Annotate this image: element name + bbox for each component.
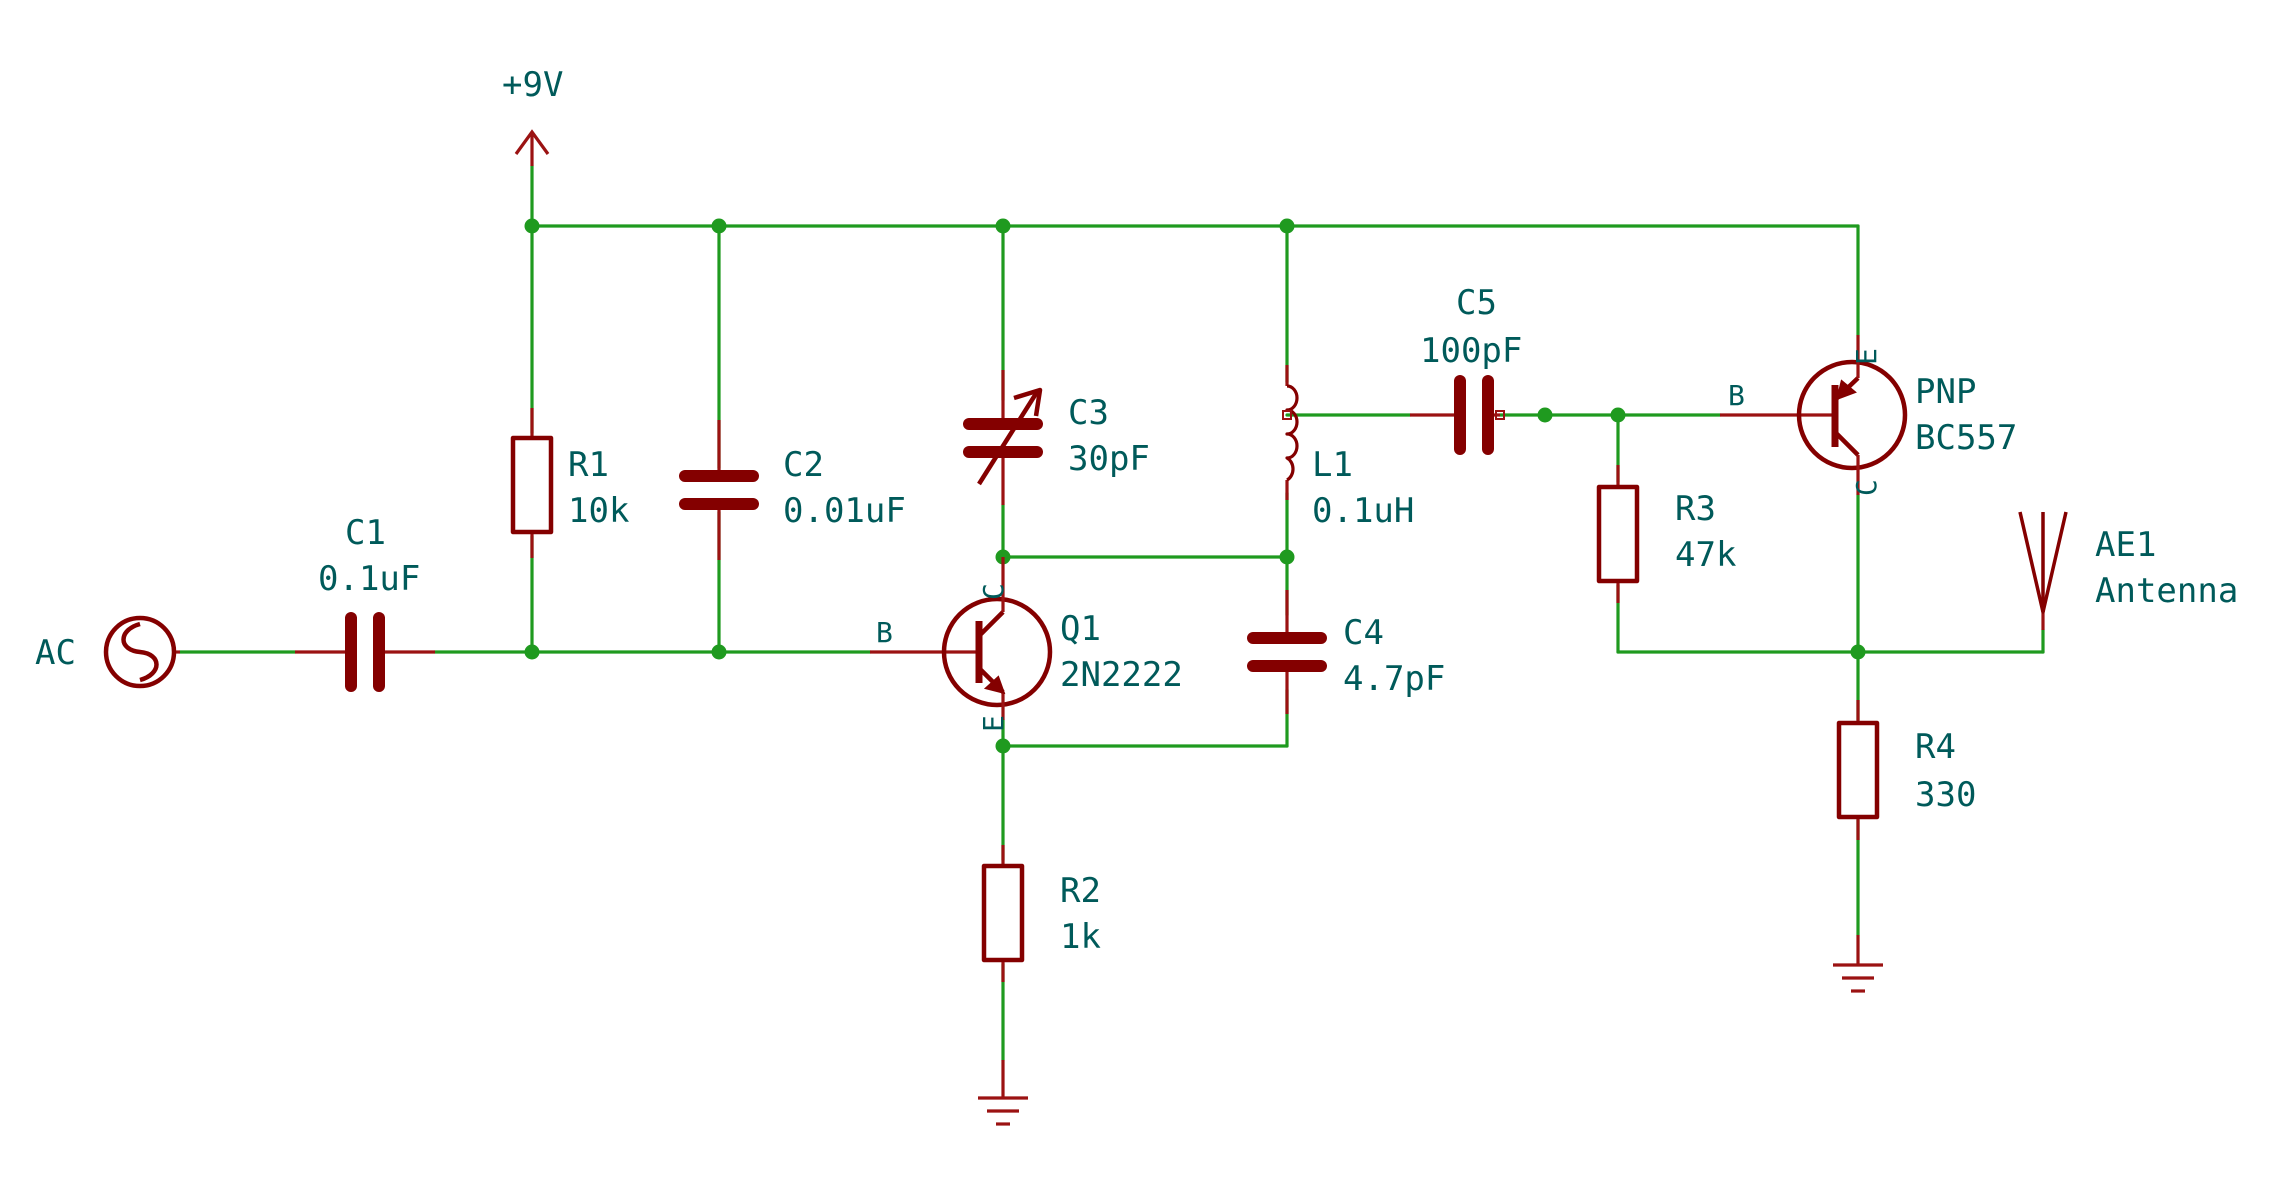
c2-value: 0.01uF <box>783 491 906 531</box>
c4-value: 4.7pF <box>1343 659 1445 699</box>
r4-value: 330 <box>1915 775 1976 815</box>
ae1-ref: AE1 <box>2095 525 2156 565</box>
ground-q2[interactable] <box>1833 935 1883 993</box>
r2-ref: R2 <box>1060 871 1101 911</box>
capacitor-c5[interactable]: C5 100pF <box>1410 283 1522 455</box>
resistor-r1[interactable]: R1 10k <box>510 408 629 558</box>
l1-value: 0.1uH <box>1312 491 1414 531</box>
q1-value: 2N2222 <box>1060 655 1183 695</box>
c1-ref: C1 <box>345 513 386 553</box>
c2-ref: C2 <box>783 445 824 485</box>
q2-pin-b: B <box>1728 379 1745 412</box>
r1-value: 10k <box>568 491 629 531</box>
q1-pin-c: C <box>977 583 1010 600</box>
l1-ref: L1 <box>1312 445 1353 485</box>
resistor-r4[interactable]: R4 330 <box>1836 700 1976 840</box>
ac-source-label: AC <box>35 633 76 673</box>
ac-source[interactable]: AC <box>35 615 180 689</box>
q1-pin-e: E <box>977 715 1010 732</box>
antenna-ae1[interactable]: AE1 Antenna <box>2018 511 2238 630</box>
transistor-q1-npn[interactable]: B C E Q1 2N2222 <box>870 557 1183 732</box>
c1-value: 0.1uF <box>318 559 420 599</box>
q2-pin-c: C <box>1850 479 1883 496</box>
resistor-r3[interactable]: R3 47k <box>1596 465 1736 603</box>
ground-q1[interactable] <box>978 1060 1028 1126</box>
capacitor-c1[interactable]: C1 0.1uF <box>295 513 435 692</box>
q2-pin-e: E <box>1850 348 1883 365</box>
capacitor-c2[interactable]: C2 0.01uF <box>679 420 906 560</box>
tuning-arrow-icon <box>1013 387 1043 417</box>
sine-wave-icon <box>121 621 159 683</box>
variable-capacitor-c3[interactable]: C3 30pF <box>963 370 1150 505</box>
capacitor-c4[interactable]: C4 4.7pF <box>1247 590 1445 714</box>
c4-ref: C4 <box>1343 613 1384 653</box>
c3-value: 30pF <box>1068 439 1150 479</box>
emitter-arrow-icon <box>1835 379 1857 401</box>
emitter-arrow-icon <box>983 675 1006 695</box>
resistor-r2[interactable]: R2 1k <box>981 845 1101 982</box>
inductor-l1[interactable]: L1 0.1uH <box>1282 365 1414 531</box>
q1-ref: Q1 <box>1060 609 1101 649</box>
junctions <box>524 218 1866 754</box>
ae1-value: Antenna <box>2095 571 2238 611</box>
power-symbol-9v[interactable]: +9V <box>502 65 563 166</box>
r1-ref: R1 <box>568 445 609 485</box>
q2-value: BC557 <box>1915 418 2017 458</box>
c3-ref: C3 <box>1068 393 1109 433</box>
wires <box>178 164 2045 1062</box>
antenna-icon <box>2018 511 2068 614</box>
r2-value: 1k <box>1060 917 1101 957</box>
c5-value: 100pF <box>1420 331 1522 371</box>
power-net-label: +9V <box>502 65 563 105</box>
r4-ref: R4 <box>1915 727 1956 767</box>
transistor-q2-pnp[interactable]: B E C PNP BC557 <box>1720 335 2017 496</box>
q1-pin-b: B <box>876 616 893 649</box>
r3-ref: R3 <box>1675 489 1716 529</box>
q2-ref: PNP <box>1915 372 1976 412</box>
r3-value: 47k <box>1675 535 1736 575</box>
c5-ref: C5 <box>1456 283 1497 323</box>
